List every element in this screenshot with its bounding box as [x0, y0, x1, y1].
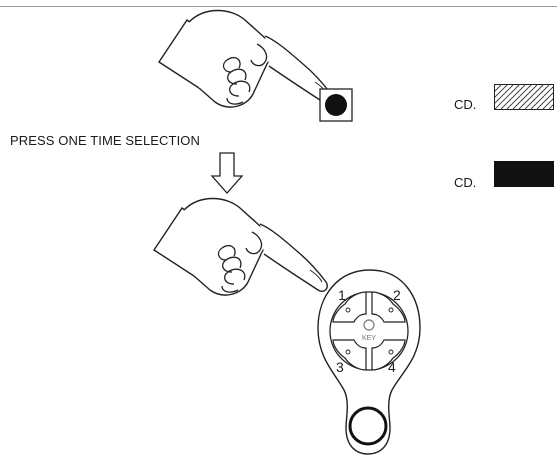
legend-hatched-swatch [494, 84, 554, 110]
legend-solid-label: CD. [454, 175, 477, 190]
top-divider [0, 6, 557, 7]
legend-solid-swatch [494, 161, 554, 187]
remote-button-3-label: 3 [336, 359, 344, 375]
remote-center-label: KEY [362, 335, 376, 342]
remote-control-icon: KEY 1 2 3 4 [317, 269, 421, 455]
push-button-icon [319, 88, 353, 122]
bottom-pointing-hand-icon [153, 197, 328, 296]
remote-button-2-label: 2 [393, 287, 401, 303]
top-pointing-hand-icon [158, 9, 333, 108]
legend-hatched-label: CD. [454, 97, 477, 112]
instruction-text: PRESS ONE TIME SELECTION [10, 133, 200, 148]
remote-button-4-label: 4 [388, 359, 396, 375]
remote-button-1-label: 1 [338, 287, 346, 303]
down-arrow-icon [210, 152, 244, 194]
